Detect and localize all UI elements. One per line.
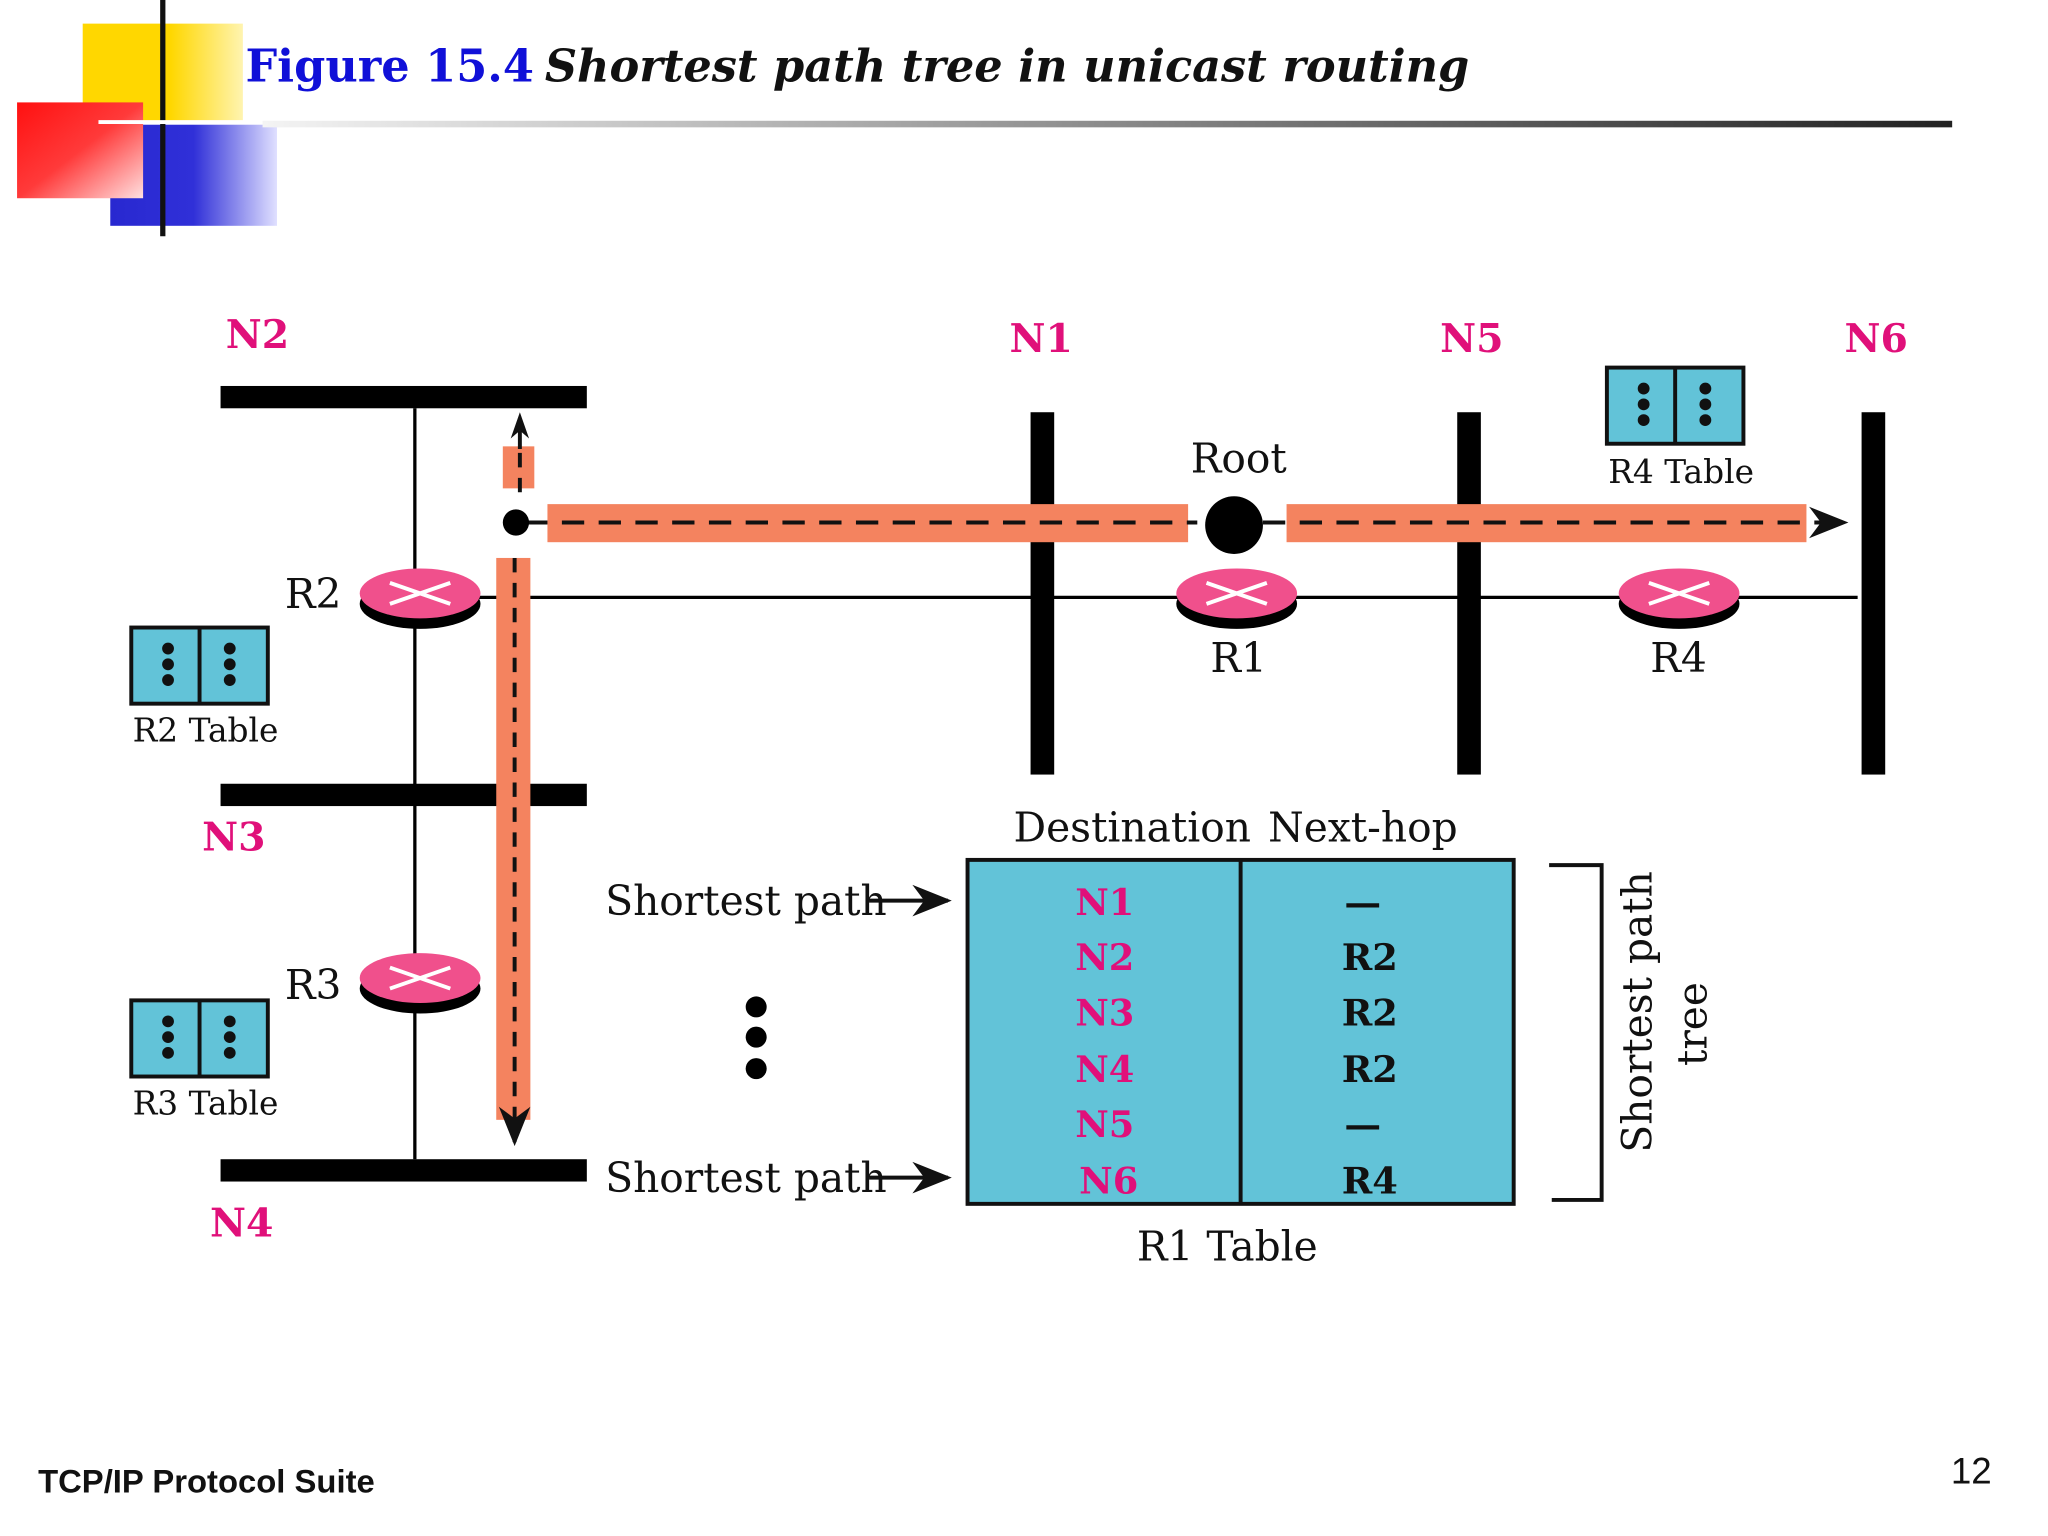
tree-bracket bbox=[1549, 863, 1604, 1202]
shortest-path-label-top: Shortest path bbox=[605, 877, 886, 925]
network-bar-n5 bbox=[1457, 412, 1481, 775]
link-lines bbox=[413, 408, 1858, 1160]
r1-dest-n4: N4 bbox=[1075, 1047, 1134, 1091]
r1-table-header-nexthop: Next-hop bbox=[1268, 804, 1457, 852]
title-rule bbox=[262, 120, 1953, 128]
network-bars bbox=[220, 385, 1886, 1182]
r1-dest-n3: N3 bbox=[1075, 990, 1134, 1034]
network-label-n6: N6 bbox=[1845, 316, 1908, 362]
network-bar-n2 bbox=[220, 385, 587, 409]
table-label-r2: R2 Table bbox=[133, 712, 279, 750]
r1-dest-n5: N5 bbox=[1075, 1102, 1134, 1146]
network-bar-n4 bbox=[220, 1159, 587, 1182]
r1-dest-n6: N6 bbox=[1079, 1158, 1138, 1202]
router-r2 bbox=[359, 568, 481, 629]
bracket-label-line2: tree bbox=[1669, 982, 1717, 1066]
bracket-label-line1: Shortest path bbox=[1614, 871, 1662, 1152]
network-bar-n3 bbox=[220, 783, 587, 807]
r1-hop-n4: R2 bbox=[1342, 1047, 1398, 1091]
table-icon-r3 bbox=[129, 998, 270, 1079]
r1-dest-n1: N1 bbox=[1075, 880, 1134, 924]
r1-hop-n5: — bbox=[1344, 1102, 1381, 1146]
router-r3 bbox=[359, 953, 481, 1014]
network-bar-n1 bbox=[1030, 412, 1055, 775]
router-label-r1: R1 bbox=[1210, 634, 1267, 682]
network-bar-n6 bbox=[1861, 412, 1886, 775]
ellipsis-dots bbox=[745, 996, 767, 1080]
network-label-n5: N5 bbox=[1440, 316, 1503, 362]
r1-dest-n2: N2 bbox=[1075, 935, 1134, 979]
figure-title: Shortest path tree in unicast routing bbox=[545, 39, 1469, 92]
table-icon-r4 bbox=[1604, 365, 1746, 446]
router-label-r4: R4 bbox=[1650, 634, 1707, 682]
shortest-path-label-bottom: Shortest path bbox=[605, 1154, 886, 1202]
footer-text: TCP/IP Protocol Suite bbox=[38, 1463, 375, 1500]
r1-hop-n3: R2 bbox=[1342, 990, 1398, 1034]
r1-hop-n2: R2 bbox=[1342, 935, 1398, 979]
table-icon-r2 bbox=[129, 625, 270, 706]
branch-point bbox=[502, 509, 530, 536]
r1-table-header-destination: Destination bbox=[1013, 804, 1250, 852]
page-number: 12 bbox=[1951, 1450, 1992, 1491]
network-label-n4: N4 bbox=[210, 1201, 273, 1247]
r1-hop-n1: — bbox=[1344, 880, 1381, 924]
table-label-r3: R3 Table bbox=[133, 1085, 279, 1123]
r1-table-caption: R1 Table bbox=[1137, 1222, 1318, 1270]
router-r4 bbox=[1618, 568, 1740, 629]
router-r1 bbox=[1176, 568, 1298, 629]
network-label-n1: N1 bbox=[1010, 316, 1073, 362]
figure-number: Figure 15.4 bbox=[245, 39, 533, 92]
network-label-n3: N3 bbox=[202, 815, 265, 861]
table-label-r4: R4 Table bbox=[1608, 453, 1754, 491]
network-label-n2: N2 bbox=[226, 312, 289, 358]
path-arrow-up bbox=[510, 412, 530, 439]
r1-hop-n6: R4 bbox=[1342, 1158, 1398, 1202]
root-node bbox=[1205, 496, 1263, 555]
shortest-path-arrows bbox=[869, 884, 952, 1194]
header-logo bbox=[17, 0, 279, 237]
router-label-r2: R2 bbox=[285, 570, 342, 618]
router-label-r3: R3 bbox=[285, 961, 342, 1009]
root-label: Root bbox=[1191, 435, 1288, 483]
